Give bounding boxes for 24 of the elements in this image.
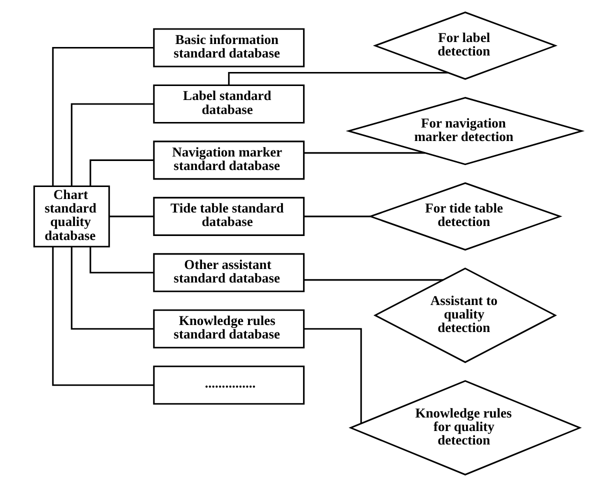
connector [70, 103, 153, 186]
connector [303, 279, 443, 281]
connector [89, 159, 154, 186]
node-diamond: Assistant to quality detection [372, 268, 556, 364]
node-diamond: Knowledge rules for quality detection [348, 380, 582, 476]
node-box: Chart standard quality database [32, 185, 110, 248]
node-diamond: For tide table detection [368, 182, 562, 251]
connector [303, 152, 425, 154]
node-box: Label standard database [152, 84, 304, 124]
node-box: Basic information standard database [152, 28, 304, 68]
connector [108, 216, 154, 218]
node-box: Other assistant standard database [152, 253, 304, 292]
connector [89, 246, 154, 274]
node-box: Tide table standard database [152, 196, 304, 236]
connector [70, 246, 153, 330]
connector [303, 216, 370, 218]
connector [52, 46, 154, 186]
node-diamond: For navigation marker detection [345, 96, 584, 166]
node-box: Navigation marker standard database [152, 140, 304, 180]
node-box: ............... [152, 366, 304, 405]
node-diamond: For label detection [372, 12, 558, 80]
node-box: Knowledge rules standard database [152, 309, 304, 348]
connector [303, 328, 362, 424]
connector [52, 246, 154, 386]
